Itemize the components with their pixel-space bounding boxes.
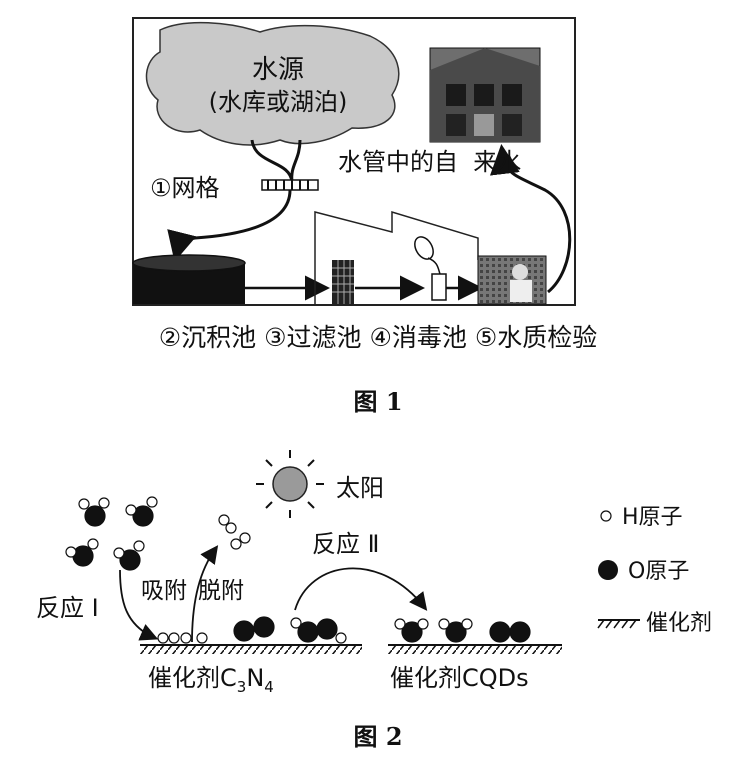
- catalyst-c3n4-sub2: 4: [264, 678, 274, 696]
- reaction-2-label: 反应 Ⅱ: [312, 530, 379, 558]
- h2o2-molecule: [291, 618, 346, 643]
- pipe-cloud-to-grid: [252, 140, 292, 182]
- mesh-grid: [262, 180, 318, 190]
- water-molecule: [439, 619, 472, 642]
- water-molecule: [114, 541, 144, 570]
- o2-molecule: [490, 622, 530, 642]
- bottom-steps-label: ②沉积池 ③过滤池 ④消毒池 ⑤水质检验: [159, 323, 598, 352]
- legend-h-atom-icon: [601, 511, 611, 521]
- water-molecule: [395, 619, 428, 642]
- house-photo: [430, 48, 540, 142]
- catalyst-c3n4-prefix: 催化剂C: [148, 664, 237, 692]
- reaction-2-arrow: [295, 568, 425, 610]
- disinfection-apparatus: [411, 234, 446, 300]
- water-molecules-left: [66, 497, 157, 570]
- catalyst-surface-cqds: [388, 645, 562, 654]
- adsorbed-molecules-cqds: [395, 619, 530, 642]
- desorb-label: 脱附: [198, 578, 244, 604]
- catalyst-cqds-label: 催化剂CQDs: [390, 664, 529, 692]
- catalyst-c3n4-label: 催化剂C3N4: [148, 664, 274, 696]
- legend-catalyst-label: 催化剂: [646, 611, 712, 636]
- figure-2-caption: 图 2: [353, 722, 402, 751]
- step-1-label: ①网格: [150, 174, 220, 202]
- figure-2: 太阳 反应 Ⅰ: [0, 420, 756, 762]
- legend-o-atom-label: O原子: [628, 559, 689, 584]
- water-molecule: [66, 539, 98, 566]
- sun-icon: [256, 450, 324, 518]
- reaction-1-label: 反应 Ⅰ: [36, 594, 99, 622]
- catalyst-surface-c3n4: [140, 645, 362, 654]
- sedimentation-tank: [133, 255, 245, 304]
- catalyst-c3n4-sub1: 3: [237, 678, 247, 696]
- legend: H原子 O原子 催化剂: [598, 505, 712, 636]
- legend-catalyst-icon: [598, 620, 640, 628]
- figure-1-caption: 图 1: [353, 387, 402, 416]
- legend-h-atom-label: H原子: [622, 505, 683, 530]
- water-molecule: [79, 498, 109, 526]
- pipe-cloud-to-grid-right: [292, 140, 300, 182]
- water-source-subtitle: (水库或湖泊): [209, 88, 348, 116]
- water-molecule: [126, 497, 157, 526]
- water-source-title: 水源: [252, 55, 304, 85]
- o2-molecule: [234, 617, 274, 641]
- tap-water-label: 水管中的自 来水: [338, 148, 521, 176]
- adsorb-label: 吸附: [141, 578, 187, 604]
- filter-tank: [332, 260, 354, 304]
- sun-label: 太阳: [336, 474, 384, 502]
- water-test-photo: [478, 256, 546, 304]
- figure-1: 水源 (水库或湖泊) ①网格: [0, 0, 756, 420]
- legend-o-atom-icon: [598, 560, 618, 580]
- hydrogen-molecules-released: [219, 515, 250, 549]
- catalyst-c3n4-mid: N: [246, 664, 264, 692]
- adsorbed-molecules-c3n4: [234, 617, 346, 643]
- adsorbed-h-atoms: [158, 633, 207, 643]
